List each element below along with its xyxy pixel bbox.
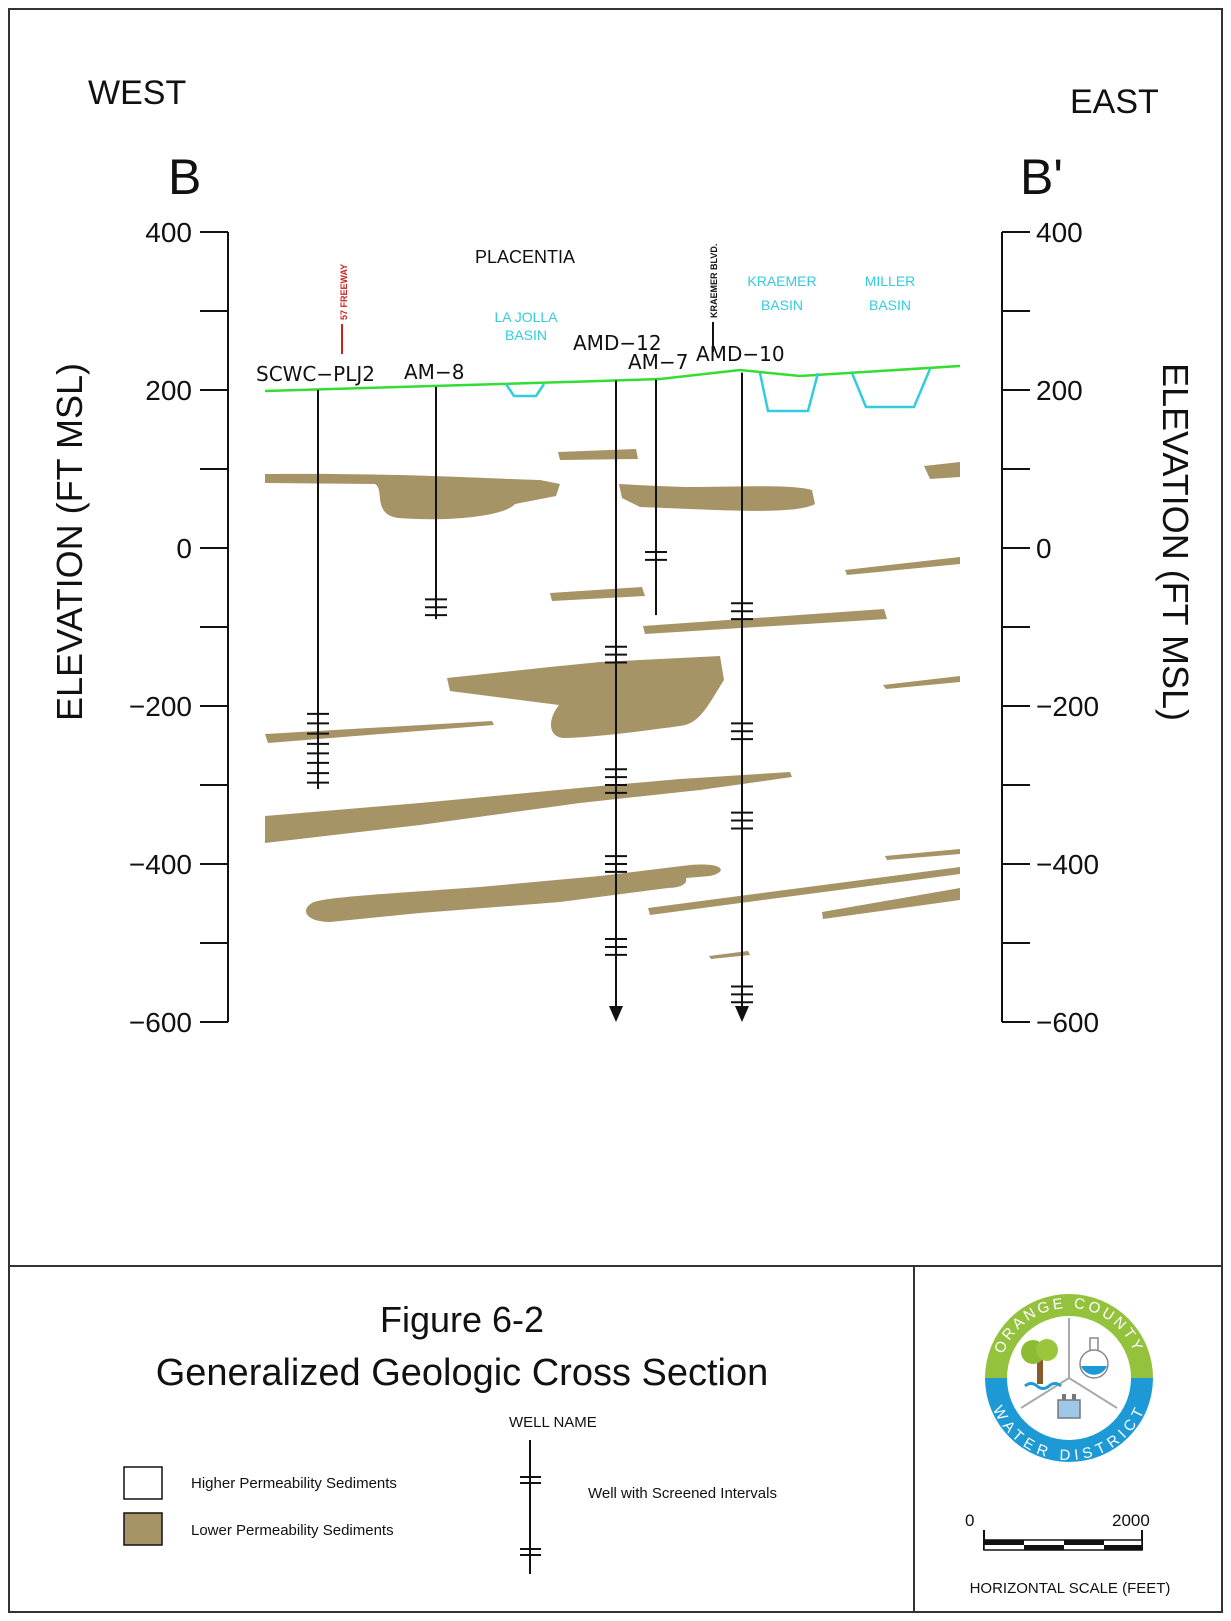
- sediment-lens: [822, 888, 960, 919]
- freeway-label: 57 FREEWAY: [339, 264, 349, 320]
- west-label: WEST: [88, 74, 186, 112]
- right-tick-label: 0: [1036, 533, 1052, 564]
- left-tick-labels: 400 200 0 −200 −400 −600: [129, 217, 192, 1038]
- figure-frame: [8, 8, 1223, 1613]
- right-tick-label: 200: [1036, 375, 1083, 406]
- section-start-label: B: [168, 149, 201, 205]
- left-tick-label: −600: [129, 1007, 192, 1038]
- logo-divider: [1068, 1377, 1118, 1409]
- well-name: AM−8: [404, 360, 464, 384]
- kraemer-basin-outline: [758, 372, 820, 413]
- la-jolla-basin-outline: [504, 383, 546, 398]
- ground-surface-line: [264, 364, 961, 393]
- sediment-lens: [265, 721, 494, 743]
- kraemer-basin-label-line2: BASIN: [761, 297, 803, 313]
- legend-lower-label: Lower Permeability Sediments: [191, 1522, 394, 1539]
- right-tick-label: −400: [1036, 849, 1099, 880]
- well-name: AMD−10: [696, 342, 785, 366]
- sediment-lens: [447, 656, 724, 738]
- scale-bar-segment: [1024, 1545, 1064, 1550]
- miller-basin-outline: [850, 368, 932, 409]
- scale-bar-segment: [984, 1540, 1024, 1545]
- left-tick-label: 0: [176, 533, 192, 564]
- sediment-lens: [883, 676, 960, 689]
- sediment-lenses: [265, 449, 960, 959]
- sediment-lens: [643, 609, 887, 634]
- treatment-plant-icon: [1057, 1394, 1081, 1419]
- left-axis-title: ELEVATION (FT MSL): [49, 363, 90, 721]
- well-continues-arrow: [609, 1006, 623, 1023]
- left-tick-label: 400: [145, 217, 192, 248]
- kraemer-basin-label-line1: KRAEMER: [747, 273, 816, 289]
- miller-basin-label-line1: MILLER: [865, 273, 916, 289]
- tree-icon: [1021, 1339, 1062, 1390]
- right-tick-label: −200: [1036, 691, 1099, 722]
- la-jolla-basin-label-line1: LA JOLLA: [494, 309, 558, 325]
- legend-higher-label: Higher Permeability Sediments: [191, 1475, 397, 1492]
- well: AMD−12: [573, 331, 662, 1023]
- placentia-label: PLACENTIA: [475, 247, 575, 267]
- figure-title: Generalized Geologic Cross Section: [156, 1352, 769, 1394]
- well: SCWC−PLJ2: [256, 362, 375, 789]
- sediment-lens: [924, 462, 960, 479]
- east-label: EAST: [1070, 83, 1159, 121]
- right-tick-labels: 400 200 0 −200 −400 −600: [1036, 217, 1099, 1038]
- figure-number: Figure 6-2: [380, 1299, 544, 1340]
- well: AM−8: [404, 360, 464, 620]
- sediment-lens: [265, 473, 560, 520]
- flask-icon: [1079, 1337, 1109, 1379]
- sediment-lens: [845, 557, 960, 575]
- well: AM−7: [628, 350, 688, 616]
- sediment-lens: [558, 449, 638, 460]
- sediment-lens: [550, 587, 645, 601]
- left-tick-label: −200: [129, 691, 192, 722]
- la-jolla-basin-label-line2: BASIN: [505, 327, 547, 343]
- well-continues-arrow: [735, 1006, 749, 1023]
- well-name: AMD−12: [573, 331, 662, 355]
- scale-start-label: 0: [965, 1511, 974, 1530]
- left-tick-label: 200: [145, 375, 192, 406]
- logo-divider: [1020, 1377, 1070, 1409]
- sediment-lens: [265, 772, 792, 843]
- well-name: SCWC−PLJ2: [256, 362, 375, 386]
- legend-higher-swatch: [123, 1466, 163, 1500]
- scale-caption: HORIZONTAL SCALE (FEET): [970, 1580, 1171, 1597]
- miller-basin-label-line2: BASIN: [869, 297, 911, 313]
- legend-well-desc: Well with Screened Intervals: [588, 1485, 777, 1502]
- scale-bar-segment: [1104, 1545, 1142, 1550]
- well-name: AM−7: [628, 350, 688, 374]
- sediment-lens: [709, 951, 750, 959]
- scale-end-label: 2000: [1112, 1511, 1150, 1530]
- right-tick-label: 400: [1036, 217, 1083, 248]
- sediment-lens: [648, 867, 960, 915]
- sediment-lens: [885, 849, 960, 860]
- axis-tick-marks: [200, 231, 1030, 1023]
- scale-bar-segment: [1064, 1540, 1104, 1545]
- recharge-basins: [504, 368, 932, 413]
- kraemer-blvd-label: KRAEMER BLVD.: [709, 244, 719, 318]
- horizontal-scale-bar: 0 2000 HORIZONTAL SCALE (FEET): [965, 1511, 1170, 1597]
- sediment-lens: [306, 864, 721, 922]
- ocwd-logo: ORANGE COUNTY WATER DISTRICT: [985, 1294, 1153, 1464]
- left-tick-label: −400: [129, 849, 192, 880]
- legend-well-name-label: WELL NAME: [509, 1414, 597, 1431]
- right-axis-title: ELEVATION (FT MSL): [1155, 363, 1196, 721]
- sediment-lens: [619, 484, 815, 511]
- well: AMD−10: [696, 342, 785, 1023]
- section-end-label: B': [1020, 149, 1063, 205]
- legend-lower-swatch: [123, 1512, 163, 1546]
- right-tick-label: −600: [1036, 1007, 1099, 1038]
- legend: Higher Permeability Sediments Lower Perm…: [123, 1414, 777, 1574]
